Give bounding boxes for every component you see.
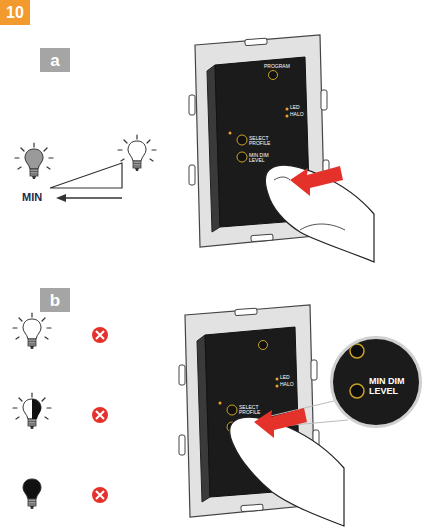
button-label: SELECT PROFILE	[239, 405, 263, 416]
panel-letter: a	[40, 48, 70, 72]
panel-letter: b	[40, 288, 70, 312]
led-label: HALO	[290, 112, 304, 117]
button-label: MIN DIM LEVEL	[369, 377, 409, 397]
zoom-circle: MIN DIM LEVEL	[330, 336, 422, 428]
button-label: MIN DIM LEVEL	[249, 153, 269, 164]
step-number: 10	[0, 0, 30, 25]
led-label: LED	[280, 375, 290, 380]
label-text: 10	[6, 5, 24, 21]
button-label: PROGRAM	[264, 64, 290, 69]
button-label: SELECT PROFILE	[249, 136, 273, 147]
min-label: MIN	[22, 192, 42, 204]
led-label: LED	[290, 105, 300, 110]
led-label: HALO	[280, 382, 294, 387]
label-text: b	[50, 292, 60, 309]
label-text: a	[50, 52, 59, 69]
